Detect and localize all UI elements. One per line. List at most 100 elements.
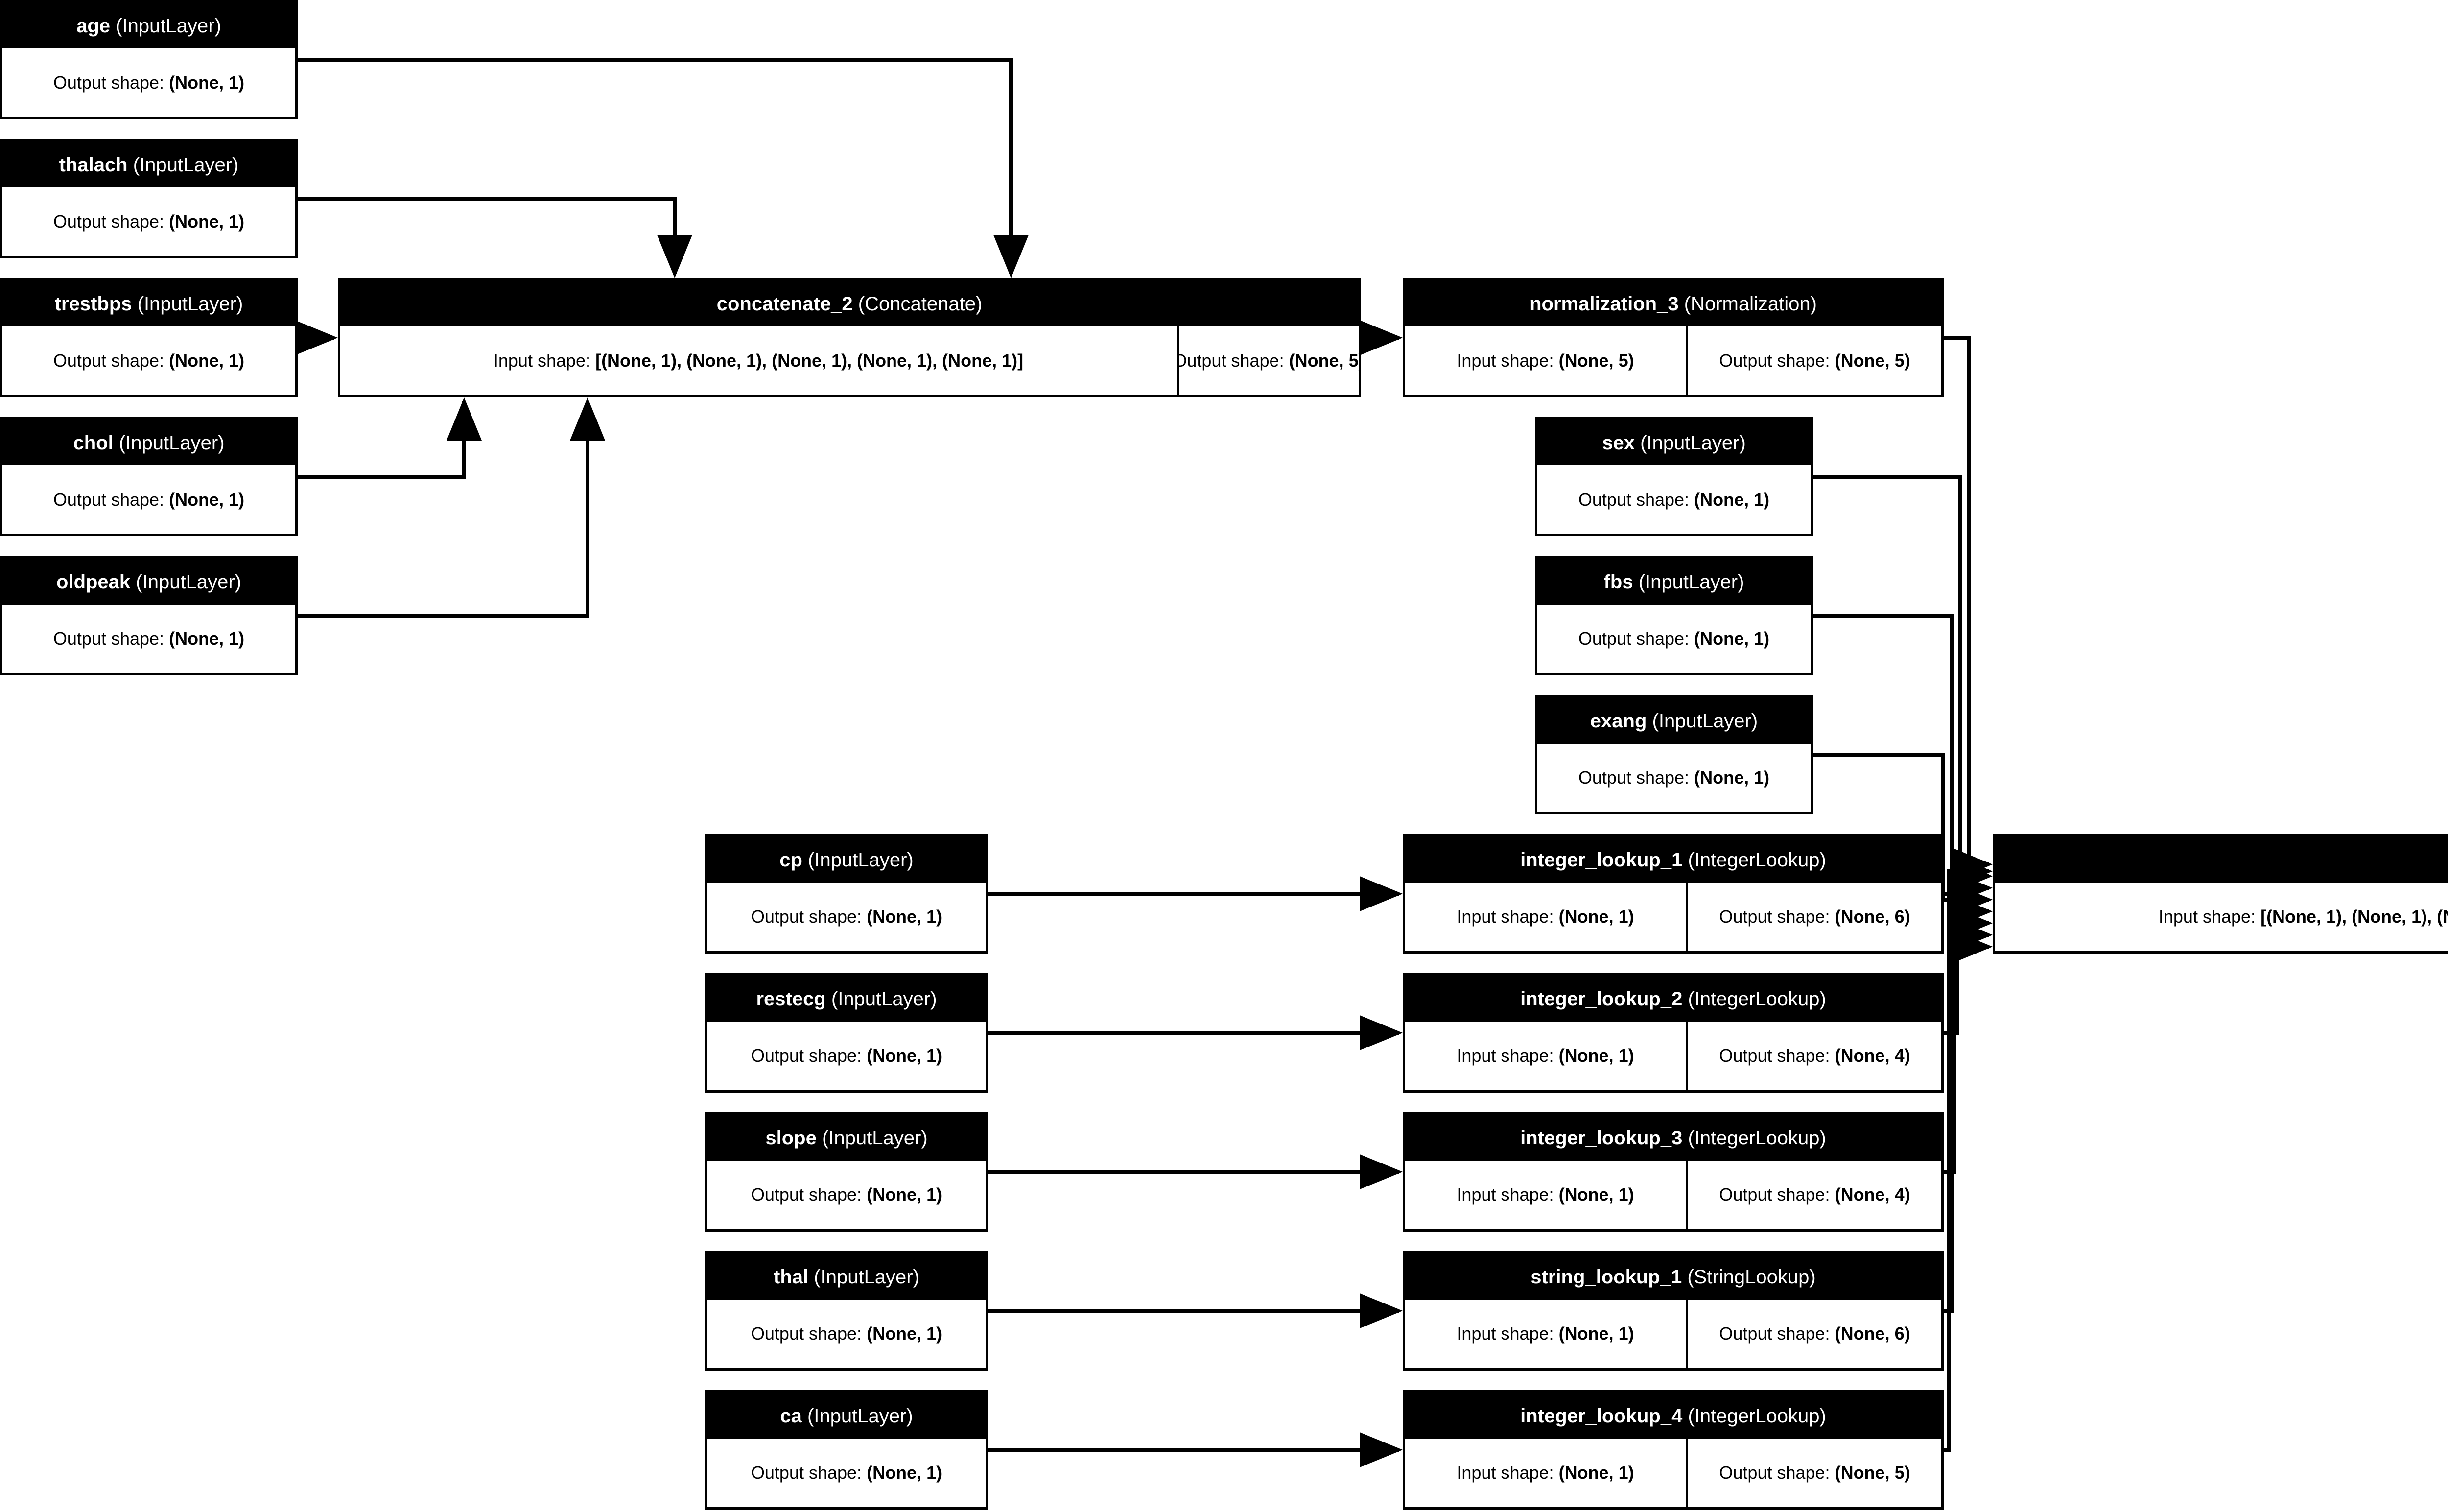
node-integer-lookup-4-name: integer_lookup_4 [1520, 1405, 1683, 1427]
node-thal-shapes: Output shape: (None, 1) [707, 1300, 986, 1368]
node-integer-lookup-4[interactable]: integer_lookup_4 (IntegerLookup) Input s… [1403, 1390, 1944, 1510]
edge-integerlookup4-to-concatenate3 [1944, 854, 1993, 1452]
node-sex-output-shape: Output shape: (None, 1) [1537, 465, 1811, 534]
node-string-lookup-1-shapes: Input shape: (None, 1) Output shape: (No… [1405, 1300, 1941, 1368]
node-string-lookup-1[interactable]: string_lookup_1 (StringLookup) Input sha… [1403, 1251, 1944, 1371]
node-exang-shapes: Output shape: (None, 1) [1537, 744, 1811, 812]
node-chol-class: (InputLayer) [118, 432, 225, 454]
node-concatenate-2-shapes: Input shape: [(None, 1), (None, 1), (Non… [340, 326, 1359, 395]
node-slope-title: slope (InputLayer) [707, 1115, 986, 1161]
node-restecg-title: restecg (InputLayer) [707, 976, 986, 1022]
node-thal-title: thal (InputLayer) [707, 1254, 986, 1300]
node-oldpeak-title: oldpeak (InputLayer) [2, 558, 295, 605]
node-exang-output-shape: Output shape: (None, 1) [1537, 744, 1811, 812]
node-integer-lookup-1-input-shape: Input shape: (None, 1) [1405, 883, 1686, 951]
node-slope[interactable]: slope (InputLayer) Output shape: (None, … [705, 1112, 988, 1232]
node-restecg-shapes: Output shape: (None, 1) [707, 1022, 986, 1090]
node-thalach-class: (InputLayer) [133, 154, 239, 176]
node-normalization-3-title: normalization_3 (Normalization) [1405, 280, 1941, 326]
node-chol-output-shape: Output shape: (None, 1) [2, 465, 295, 534]
node-concatenate-3-shapes: Input shape: [(None, 1), (None, 1), (Non… [1995, 883, 2448, 951]
node-restecg[interactable]: restecg (InputLayer) Output shape: (None… [705, 973, 988, 1093]
node-ca-output-shape: Output shape: (None, 1) [707, 1439, 986, 1507]
node-cp-output-shape: Output shape: (None, 1) [707, 883, 986, 951]
node-age-name: age [76, 15, 111, 37]
node-sex-name: sex [1602, 432, 1635, 454]
node-thalach[interactable]: thalach (InputLayer) Output shape: (None… [0, 139, 298, 258]
node-restecg-output-shape: Output shape: (None, 1) [707, 1022, 986, 1090]
node-trestbps[interactable]: trestbps (InputLayer) Output shape: (Non… [0, 278, 298, 397]
node-integer-lookup-2-output-shape: Output shape: (None, 4) [1688, 1022, 1941, 1090]
node-fbs-name: fbs [1603, 571, 1633, 593]
edge-stringlookup1-to-concatenate3 [1944, 929, 1993, 1313]
node-thal[interactable]: thal (InputLayer) Output shape: (None, 1… [705, 1251, 988, 1371]
node-concatenate-2[interactable]: concatenate_2 (Concatenate) Input shape:… [338, 278, 1361, 397]
node-normalization-3-class: (Normalization) [1684, 293, 1817, 315]
node-oldpeak-class: (InputLayer) [136, 571, 241, 593]
node-concatenate-2-class: (Concatenate) [858, 293, 983, 315]
edge-age-to-concatenate2 [298, 58, 1029, 278]
node-normalization-3-shapes: Input shape: (None, 5) Output shape: (No… [1405, 326, 1941, 395]
node-age-class: (InputLayer) [116, 15, 221, 37]
node-normalization-3-name: normalization_3 [1530, 293, 1679, 315]
node-trestbps-title: trestbps (InputLayer) [2, 280, 295, 326]
node-ca-name: ca [780, 1405, 802, 1427]
node-chol[interactable]: chol (InputLayer) Output shape: (None, 1… [0, 417, 298, 536]
node-concatenate-2-input-shape: Input shape: [(None, 1), (None, 1), (Non… [340, 326, 1177, 395]
node-trestbps-name: trestbps [54, 293, 132, 315]
node-string-lookup-1-input-shape: Input shape: (None, 1) [1405, 1300, 1686, 1368]
edge-normalization3-to-concatenate3 [1944, 336, 1993, 882]
node-oldpeak-output-shape: Output shape: (None, 1) [2, 605, 295, 673]
node-slope-name: slope [765, 1127, 817, 1149]
node-concatenate-3[interactable]: concatenate_3 (Concatenate) Input shape:… [1993, 834, 2448, 954]
node-oldpeak[interactable]: oldpeak (InputLayer) Output shape: (None… [0, 556, 298, 675]
node-sex[interactable]: sex (InputLayer) Output shape: (None, 1) [1535, 417, 1813, 536]
node-cp[interactable]: cp (InputLayer) Output shape: (None, 1) [705, 834, 988, 954]
node-restecg-name: restecg [756, 988, 826, 1010]
node-ca[interactable]: ca (InputLayer) Output shape: (None, 1) [705, 1390, 988, 1510]
node-sex-title: sex (InputLayer) [1537, 419, 1811, 465]
node-integer-lookup-4-shapes: Input shape: (None, 1) Output shape: (No… [1405, 1439, 1941, 1507]
node-exang-name: exang [1590, 710, 1647, 732]
node-integer-lookup-3[interactable]: integer_lookup_3 (IntegerLookup) Input s… [1403, 1112, 1944, 1232]
node-integer-lookup-2[interactable]: integer_lookup_2 (IntegerLookup) Input s… [1403, 973, 1944, 1093]
node-integer-lookup-2-name: integer_lookup_2 [1520, 988, 1683, 1010]
node-fbs-output-shape: Output shape: (None, 1) [1537, 605, 1811, 673]
node-age[interactable]: age (InputLayer) Output shape: (None, 1) [0, 0, 298, 119]
node-sex-shapes: Output shape: (None, 1) [1537, 465, 1811, 534]
node-fbs-shapes: Output shape: (None, 1) [1537, 605, 1811, 673]
edge-oldpeak-to-concatenate2 [298, 397, 605, 618]
node-integer-lookup-1-name: integer_lookup_1 [1520, 849, 1683, 871]
node-fbs[interactable]: fbs (InputLayer) Output shape: (None, 1) [1535, 556, 1813, 675]
node-cp-shapes: Output shape: (None, 1) [707, 883, 986, 951]
node-exang[interactable]: exang (InputLayer) Output shape: (None, … [1535, 695, 1813, 814]
node-concatenate-2-name: concatenate_2 [716, 293, 853, 315]
node-cp-class: (InputLayer) [808, 849, 914, 871]
node-normalization-3-input-shape: Input shape: (None, 5) [1405, 326, 1686, 395]
node-thalach-title: thalach (InputLayer) [2, 141, 295, 187]
node-thalach-name: thalach [59, 154, 128, 176]
node-normalization-3[interactable]: normalization_3 (Normalization) Input sh… [1403, 278, 1944, 397]
node-integer-lookup-1[interactable]: integer_lookup_1 (IntegerLookup) Input s… [1403, 834, 1944, 954]
node-concatenate-2-title: concatenate_2 (Concatenate) [340, 280, 1359, 326]
node-slope-class: (InputLayer) [822, 1127, 928, 1149]
node-integer-lookup-4-input-shape: Input shape: (None, 1) [1405, 1439, 1686, 1507]
node-slope-output-shape: Output shape: (None, 1) [707, 1161, 986, 1229]
node-oldpeak-name: oldpeak [56, 571, 131, 593]
node-concatenate-3-title: concatenate_3 (Concatenate) [1995, 837, 2448, 883]
node-thal-name: thal [774, 1266, 809, 1288]
edge-thalach-to-concatenate2 [298, 197, 692, 278]
node-integer-lookup-3-title: integer_lookup_3 (IntegerLookup) [1405, 1115, 1941, 1161]
node-integer-lookup-2-input-shape: Input shape: (None, 1) [1405, 1022, 1686, 1090]
node-age-title: age (InputLayer) [2, 2, 295, 48]
node-concatenate-2-output-shape: Output shape: (None, 5) [1179, 326, 1359, 395]
node-string-lookup-1-class: (StringLookup) [1687, 1266, 1816, 1288]
node-thalach-output-shape: Output shape: (None, 1) [2, 187, 295, 256]
node-restecg-class: (InputLayer) [831, 988, 937, 1010]
node-integer-lookup-3-input-shape: Input shape: (None, 1) [1405, 1161, 1686, 1229]
node-age-output-shape: Output shape: (None, 1) [2, 48, 295, 117]
node-chol-title: chol (InputLayer) [2, 419, 295, 465]
node-exang-title: exang (InputLayer) [1537, 698, 1811, 744]
